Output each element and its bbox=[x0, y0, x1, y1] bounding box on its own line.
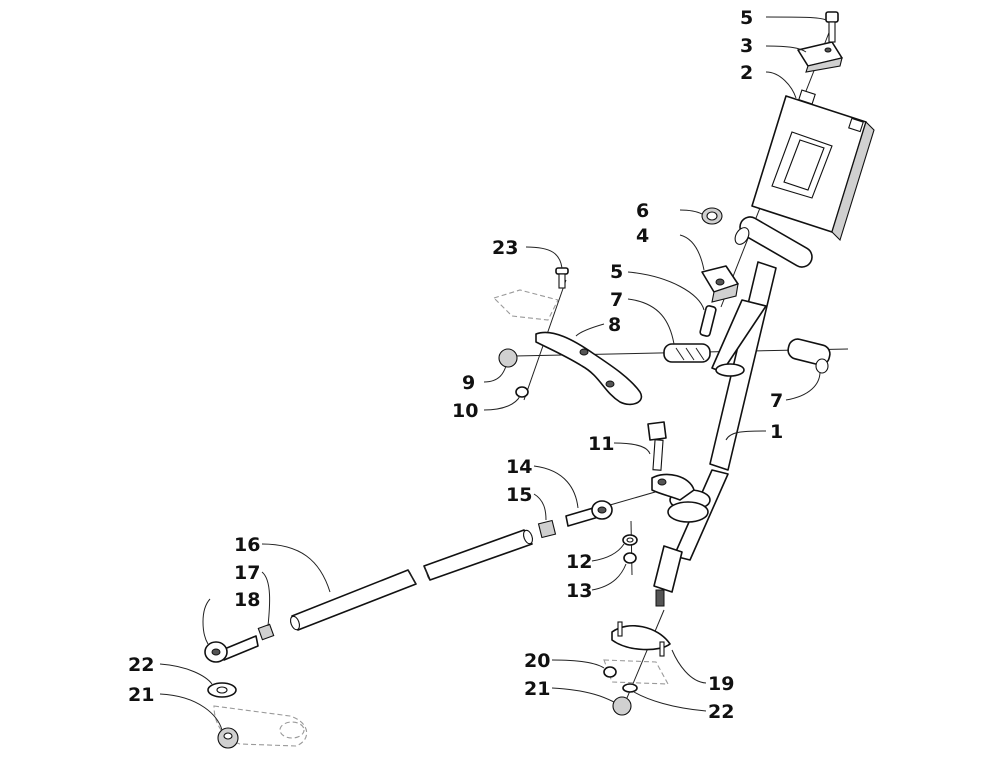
tie-rod-end-lower-part bbox=[204, 635, 259, 663]
pitman-arm-part bbox=[651, 473, 695, 501]
handlebar-pad-part bbox=[751, 89, 875, 242]
callout-6-end-cap: 6 bbox=[636, 200, 649, 222]
callout-5-clamp-bolt: 5 bbox=[610, 261, 623, 283]
bracket-lever-part bbox=[535, 331, 643, 406]
callout-labels: 5 3 2 6 4 23 5 7 8 9 10 7 1 11 14 15 16 … bbox=[128, 7, 783, 723]
clamp-bolt-part bbox=[699, 305, 717, 337]
callout-2-handlebar-pad: 2 bbox=[740, 62, 753, 84]
jam-nut-upper-part bbox=[537, 519, 557, 539]
jam-nut-lower-part bbox=[257, 623, 275, 641]
callout-20-flange-nut: 20 bbox=[524, 650, 550, 672]
spindle-arm-ghost bbox=[213, 705, 308, 747]
callout-22-washer-lower-right: 22 bbox=[708, 701, 734, 723]
callout-5-top-bolt: 5 bbox=[740, 7, 753, 29]
knob-part bbox=[498, 348, 518, 368]
callout-11-pitman-bolt: 11 bbox=[588, 433, 614, 455]
small-screw-part bbox=[555, 267, 569, 289]
mount-bracket-ghost bbox=[492, 289, 559, 321]
lock-nut-lower-right-part bbox=[612, 696, 632, 716]
washer-lower-left-part bbox=[207, 682, 237, 698]
tie-rod-tube-part bbox=[289, 529, 534, 631]
bearing-flange-part bbox=[611, 621, 671, 657]
callout-1-steering-post: 1 bbox=[770, 421, 783, 443]
lock-nut-lower-left-part bbox=[217, 727, 239, 749]
pitman-bolt-part bbox=[647, 421, 667, 471]
callout-3-clamp-cap: 3 bbox=[740, 35, 753, 57]
top-bolt-part bbox=[825, 11, 839, 43]
washer-part bbox=[622, 534, 638, 546]
callout-19-bearing-flange: 19 bbox=[708, 673, 734, 695]
handle-grip-right-part bbox=[787, 338, 831, 374]
callout-9-knob: 9 bbox=[462, 372, 475, 394]
callout-18-tie-rod-end-lower: 18 bbox=[234, 589, 260, 611]
clamp-cap-part bbox=[797, 41, 843, 73]
callout-23-small-screw: 23 bbox=[492, 237, 518, 259]
steering-post-part bbox=[653, 216, 813, 607]
callout-12-washer: 12 bbox=[566, 551, 592, 573]
callout-4-clamp-block: 4 bbox=[636, 225, 649, 247]
lower-nut-part bbox=[623, 552, 637, 564]
callout-16-tie-rod-tube: 16 bbox=[234, 534, 260, 556]
washer-lower-right-part bbox=[622, 683, 638, 693]
callout-10-small-nut: 10 bbox=[452, 400, 478, 422]
callout-15-jam-nut-upper: 15 bbox=[506, 484, 532, 506]
callout-17-jam-nut-lower: 17 bbox=[234, 562, 260, 584]
callout-7-handle-grip-left: 7 bbox=[610, 289, 623, 311]
end-cap-part bbox=[701, 207, 723, 225]
clamp-block-part bbox=[701, 265, 739, 303]
callout-21-lock-nut-lower-right: 21 bbox=[524, 678, 550, 700]
callout-13-lower-nut: 13 bbox=[566, 580, 592, 602]
callout-7-handle-grip-right: 7 bbox=[770, 390, 783, 412]
leader-lines bbox=[159, 16, 827, 731]
flange-nut-part bbox=[603, 666, 617, 678]
callout-22-washer-lower-left: 22 bbox=[128, 654, 154, 676]
callout-8-bracket-lever: 8 bbox=[608, 314, 621, 336]
callout-21-lock-nut-lower-left: 21 bbox=[128, 684, 154, 706]
callout-14-tie-rod-end-upper: 14 bbox=[506, 456, 532, 478]
tie-rod-end-upper-part bbox=[565, 500, 613, 527]
handle-grip-left-part bbox=[663, 343, 711, 363]
small-nut-part bbox=[515, 386, 529, 398]
